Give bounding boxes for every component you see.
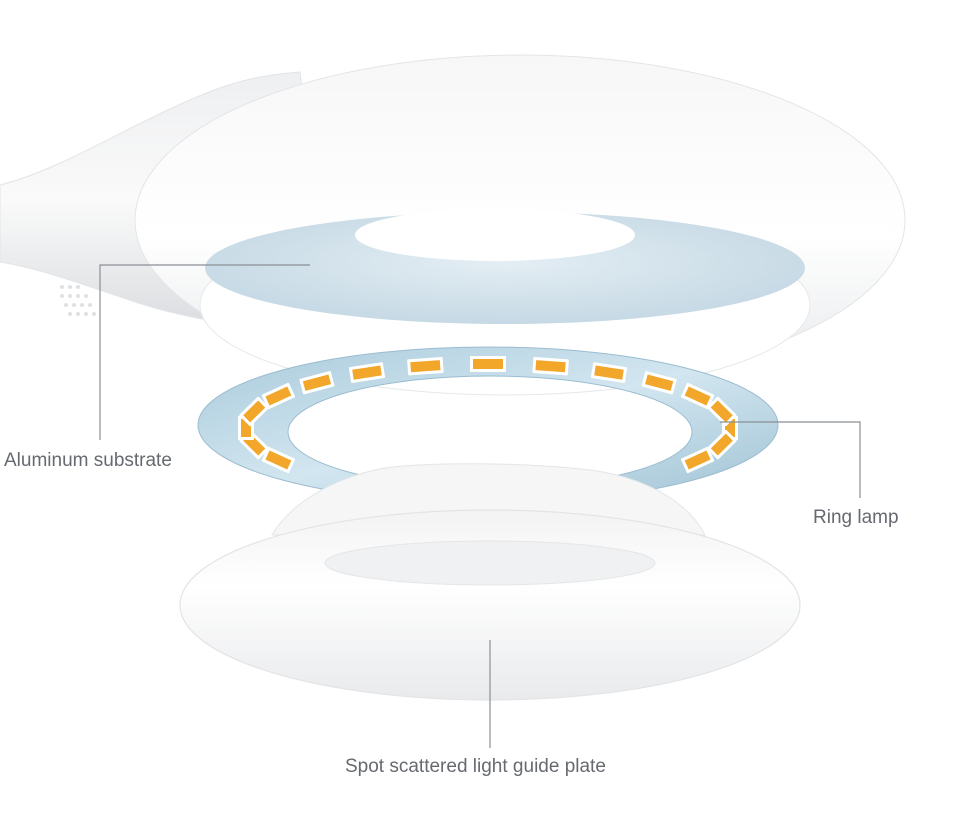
aluminum-substrate-plate bbox=[205, 212, 805, 324]
led-chip bbox=[470, 356, 506, 372]
light-guide-inner-opening bbox=[324, 540, 656, 586]
led-chip bbox=[261, 446, 296, 474]
led-chip bbox=[680, 382, 715, 410]
led-chip bbox=[641, 371, 677, 395]
led-chip bbox=[680, 446, 715, 474]
led-chip bbox=[706, 396, 737, 427]
leader-ring bbox=[720, 421, 861, 498]
led-chip bbox=[407, 357, 444, 376]
led-chips bbox=[238, 356, 738, 474]
led-chip bbox=[348, 362, 386, 383]
leader-aluminum bbox=[99, 264, 310, 440]
vent-dots bbox=[60, 285, 96, 316]
light-guide-plate bbox=[179, 463, 801, 701]
lamp-head bbox=[0, 54, 906, 396]
leader-lines bbox=[99, 264, 861, 748]
led-chip bbox=[299, 371, 335, 395]
label-light-guide-plate: Spot scattered light guide plate bbox=[345, 756, 606, 777]
led-chip bbox=[590, 362, 628, 383]
led-chip bbox=[706, 429, 737, 460]
led-chip bbox=[239, 396, 270, 427]
led-chip bbox=[261, 382, 296, 410]
ring-lamp-board bbox=[197, 346, 779, 504]
label-ring-lamp: Ring lamp bbox=[813, 507, 899, 528]
label-aluminum-substrate: Aluminum substrate bbox=[4, 450, 172, 471]
lamp-center-opening bbox=[355, 209, 635, 261]
led-chip bbox=[532, 357, 569, 376]
